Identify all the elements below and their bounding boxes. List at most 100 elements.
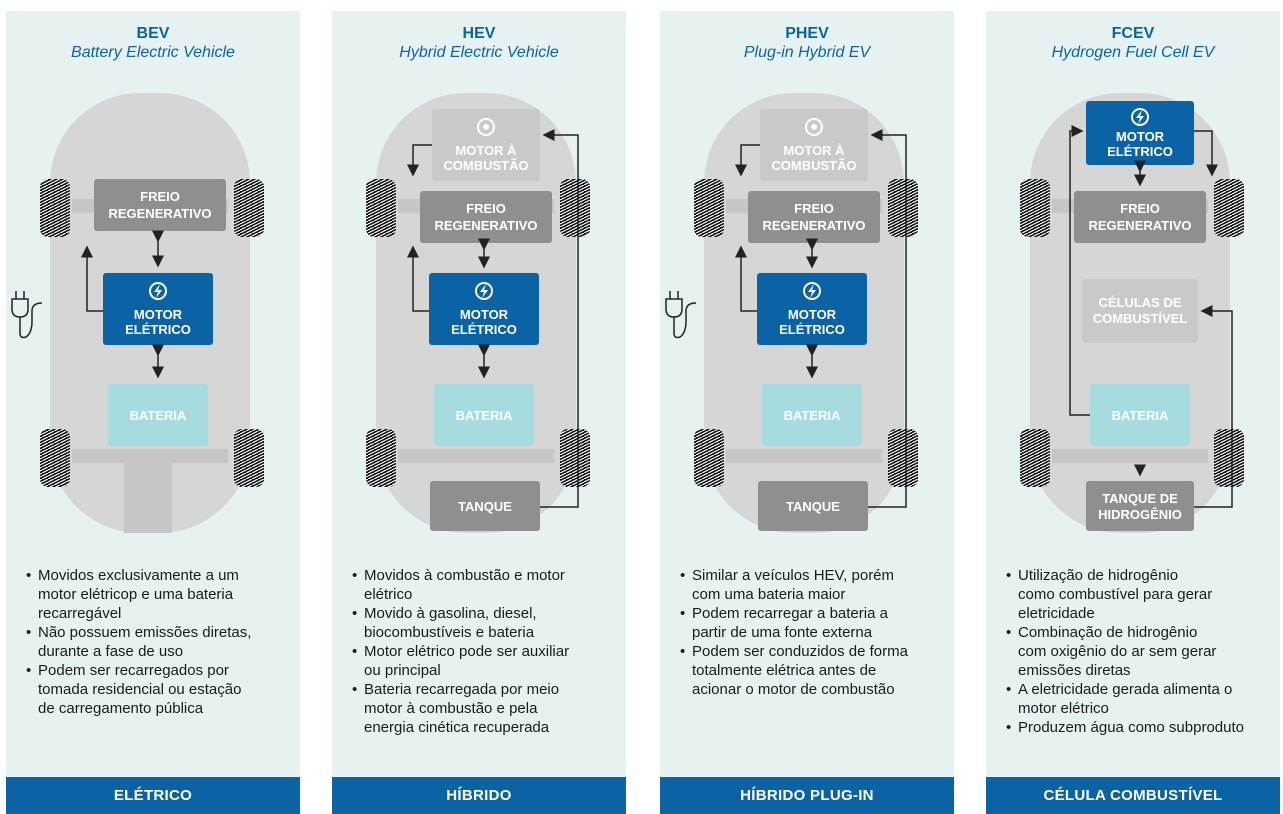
regenerative-brake-box: FREIO REGENERATIVO [748,191,880,243]
engine-label-line1: MOTOR À [455,143,517,158]
panel-header: FCEV Hydrogen Fuel Cell EV [986,25,1280,63]
bev-diagram: FREIO REGENERATIVO MOTOR ELÉTRICO BATERI… [11,93,264,533]
vehicle-type-name: Plug-in Hybrid EV [743,44,871,61]
wheel-front-right [234,179,264,237]
regenerative-brake-box: FREIO REGENERATIVO [1074,191,1206,243]
arrow-engine-wheel [407,144,432,177]
electric-motor-box: MOTOR ELÉTRICO [429,273,539,345]
wheel-rear-right [888,429,918,487]
battery-label: BATERIA [784,408,841,423]
panel-header: BEV Battery Electric Vehicle [6,25,300,63]
brake-label-line1: FREIO [140,189,180,204]
engine-icon [805,118,823,136]
wheel-rear-right [234,429,264,487]
regenerative-brake-box: FREIO REGENERATIVO [94,179,226,231]
tank-box: TANQUE [430,481,540,531]
arrow-tank-engine [540,129,579,508]
list-item: Movido à gasolina, diesel,biocombustívei… [332,604,626,642]
battery-label: BATERIA [456,408,513,423]
motor-label-line2: ELÉTRICO [451,322,517,337]
motor-label-line1: MOTOR [460,307,509,322]
arrow-motor-wheel [735,245,757,312]
engine-label-line2: COMBUSTÃO [771,158,856,173]
brake-label-line2: REGENERATIVO [434,218,537,233]
vehicle-type-code: HEV [462,25,496,42]
tank-label: TANQUE [786,499,840,514]
fcev-diagram: MOTOR ELÉTRICO FREIO REGENERATIVO CÉLULA… [1020,93,1244,533]
lightning-icon [803,282,821,300]
lightning-icon [1131,108,1149,126]
engine-label-line1: MOTOR À [783,143,845,158]
panel-bev: BEV Battery Electric Vehicle FREIO REGEN… [6,11,300,814]
lightning-icon [475,282,493,300]
brake-label-line2: REGENERATIVO [762,218,865,233]
hev-diagram: MOTOR À COMBUSTÃO FREIO REGENERATIVO MOT… [366,93,590,533]
category-footer: CÉLULA COMBUSTÍVEL [986,777,1280,814]
motor-label-line2: ELÉTRICO [1107,144,1173,159]
wheel-front-right [560,179,590,237]
wheel-rear-left [694,429,724,487]
vehicle-type-code: BEV [136,25,170,42]
wheel-front-left [694,179,724,237]
category-footer: HÍBRIDO [332,777,626,814]
brake-label-line2: REGENERATIVO [1088,218,1191,233]
brake-label-line1: FREIO [794,201,834,216]
list-item: Produzem água como subproduto [986,718,1280,737]
category-footer: HÍBRIDO PLUG-IN [660,777,954,814]
regenerative-brake-box: FREIO REGENERATIVO [420,191,552,243]
category-footer: ELÉTRICO [6,777,300,814]
plug-icon [665,291,697,339]
vehicle-type-name: Hybrid Electric Vehicle [399,44,559,61]
h2tank-label-line2: HIDROGÊNIO [1098,507,1182,522]
lightning-icon [149,282,167,300]
wheel-rear-right [1214,429,1244,487]
fuelcell-label-line1: CÉLULAS DE [1098,295,1181,310]
fuel-cells-box: CÉLULAS DE COMBUSTÍVEL [1082,279,1198,343]
combustion-engine-box: MOTOR À COMBUSTÃO [432,109,540,181]
battery-box: BATERIA [1090,384,1190,446]
arrow-tank-fuelcells [1194,305,1233,508]
motor-label-line1: MOTOR [134,307,183,322]
vehicle-type-name: Hydrogen Fuel Cell EV [1051,44,1215,61]
arrow-motor-wheel [1194,130,1218,177]
panel-header: PHEV Plug-in Hybrid EV [660,25,954,63]
wheel-front-left [366,179,396,237]
battery-box: BATERIA [762,384,862,446]
arrow-engine-wheel [735,144,760,177]
panel-fcev: FCEV Hydrogen Fuel Cell EV MOTOR ELÉTRIC… [986,11,1280,814]
phev-diagram: MOTOR À COMBUSTÃO FREIO REGENERATIVO MOT… [665,93,918,533]
tank-box: TANQUE [758,481,868,531]
h2tank-label-line1: TANQUE DE [1102,491,1178,506]
engine-icon [477,118,495,136]
brake-label-line1: FREIO [1120,201,1160,216]
electric-motor-box: MOTOR ELÉTRICO [103,273,213,345]
fuelcell-label-line2: COMBUSTÍVEL [1093,311,1188,326]
motor-label-line2: ELÉTRICO [779,322,845,337]
panel-header: HEV Hybrid Electric Vehicle [332,25,626,63]
arrow-battery-motor [1069,125,1090,416]
motor-label-line2: ELÉTRICO [125,322,191,337]
battery-box: BATERIA [434,384,534,446]
wheel-rear-left [1020,429,1050,487]
wheel-rear-right [560,429,590,487]
wheel-front-right [888,179,918,237]
engine-label-line2: COMBUSTÃO [443,158,528,173]
electric-motor-box: MOTOR ELÉTRICO [1086,101,1194,165]
electric-motor-box: MOTOR ELÉTRICO [757,273,867,345]
wheel-rear-left [366,429,396,487]
battery-label: BATERIA [1112,408,1169,423]
vehicle-type-code: PHEV [785,25,829,42]
